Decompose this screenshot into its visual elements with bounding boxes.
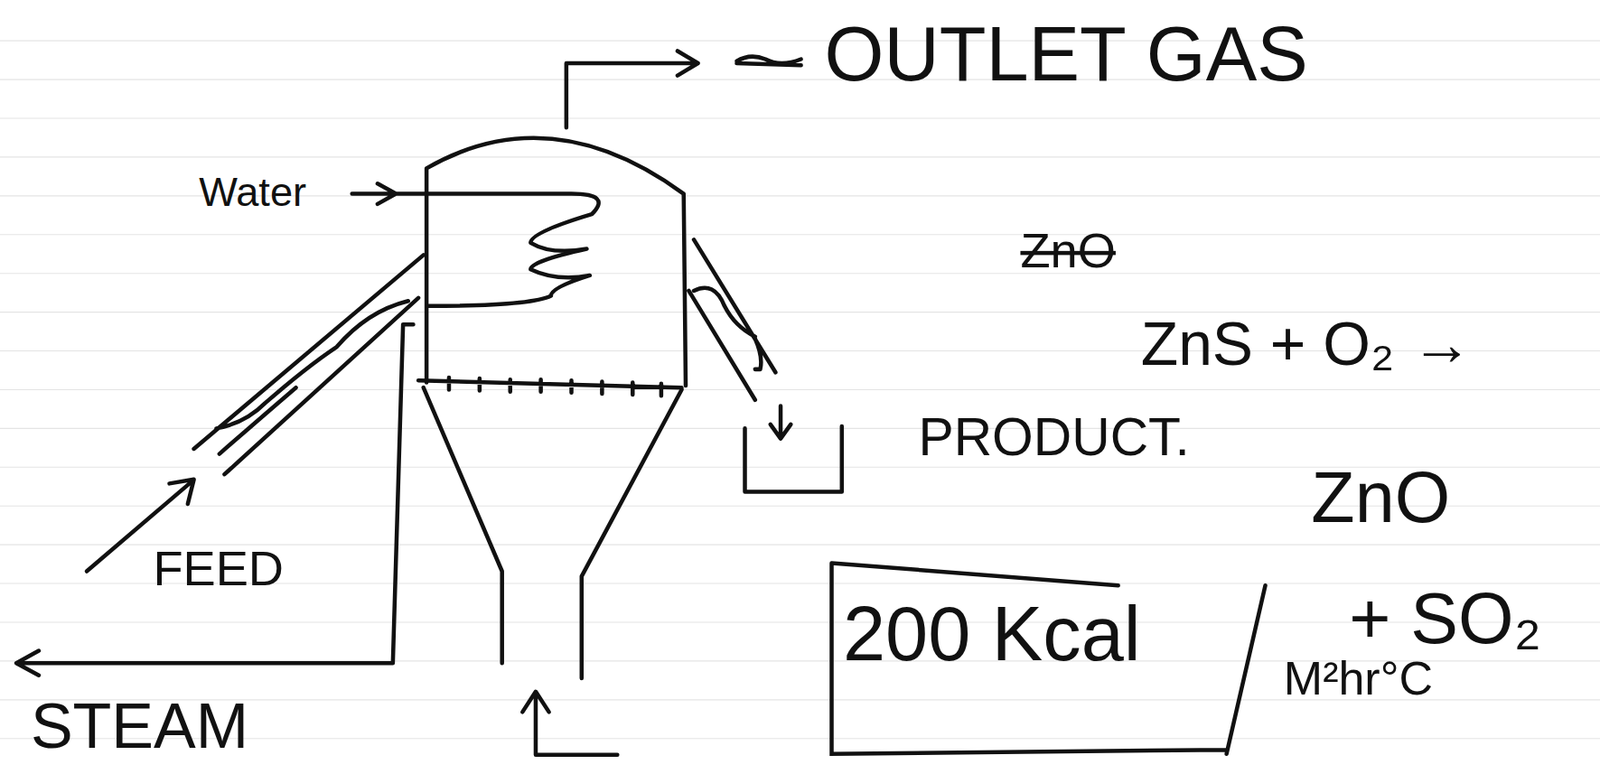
outlet-label: OUTLET GAS — [824, 12, 1309, 97]
steam-label: STEAM — [30, 692, 249, 762]
box-border — [832, 562, 1266, 754]
reaction-formula: + SO₂ — [1348, 580, 1542, 659]
ruled-lines — [0, 40, 1600, 740]
value-text: 200 Kcal — [842, 591, 1142, 676]
product-chute — [688, 239, 776, 400]
feed-label: FEED — [152, 542, 284, 598]
reaction-formula: ZnO — [1310, 458, 1451, 538]
value-box: 200 Kcal — [828, 559, 1268, 758]
wind-box-cone — [423, 387, 683, 679]
feed-chute — [194, 254, 424, 475]
reaction-formula: ZnS + O₂ → — [1141, 310, 1473, 379]
inlet-label: Water — [198, 168, 307, 215]
struck-scribble — [736, 56, 801, 66]
unit-label: M²hr°C — [1283, 653, 1433, 705]
air-inlet-arrow — [522, 692, 618, 756]
product-label: PRODUCT. — [918, 408, 1190, 468]
vessel-shell — [426, 138, 686, 386]
outlet-pipe — [566, 50, 699, 128]
distributor-grid — [418, 377, 682, 396]
struck-formula: ZnO — [1019, 224, 1115, 279]
product-arrow — [770, 406, 792, 440]
water-coil — [352, 183, 599, 307]
product-bin — [745, 426, 843, 492]
steam-line — [16, 324, 413, 676]
